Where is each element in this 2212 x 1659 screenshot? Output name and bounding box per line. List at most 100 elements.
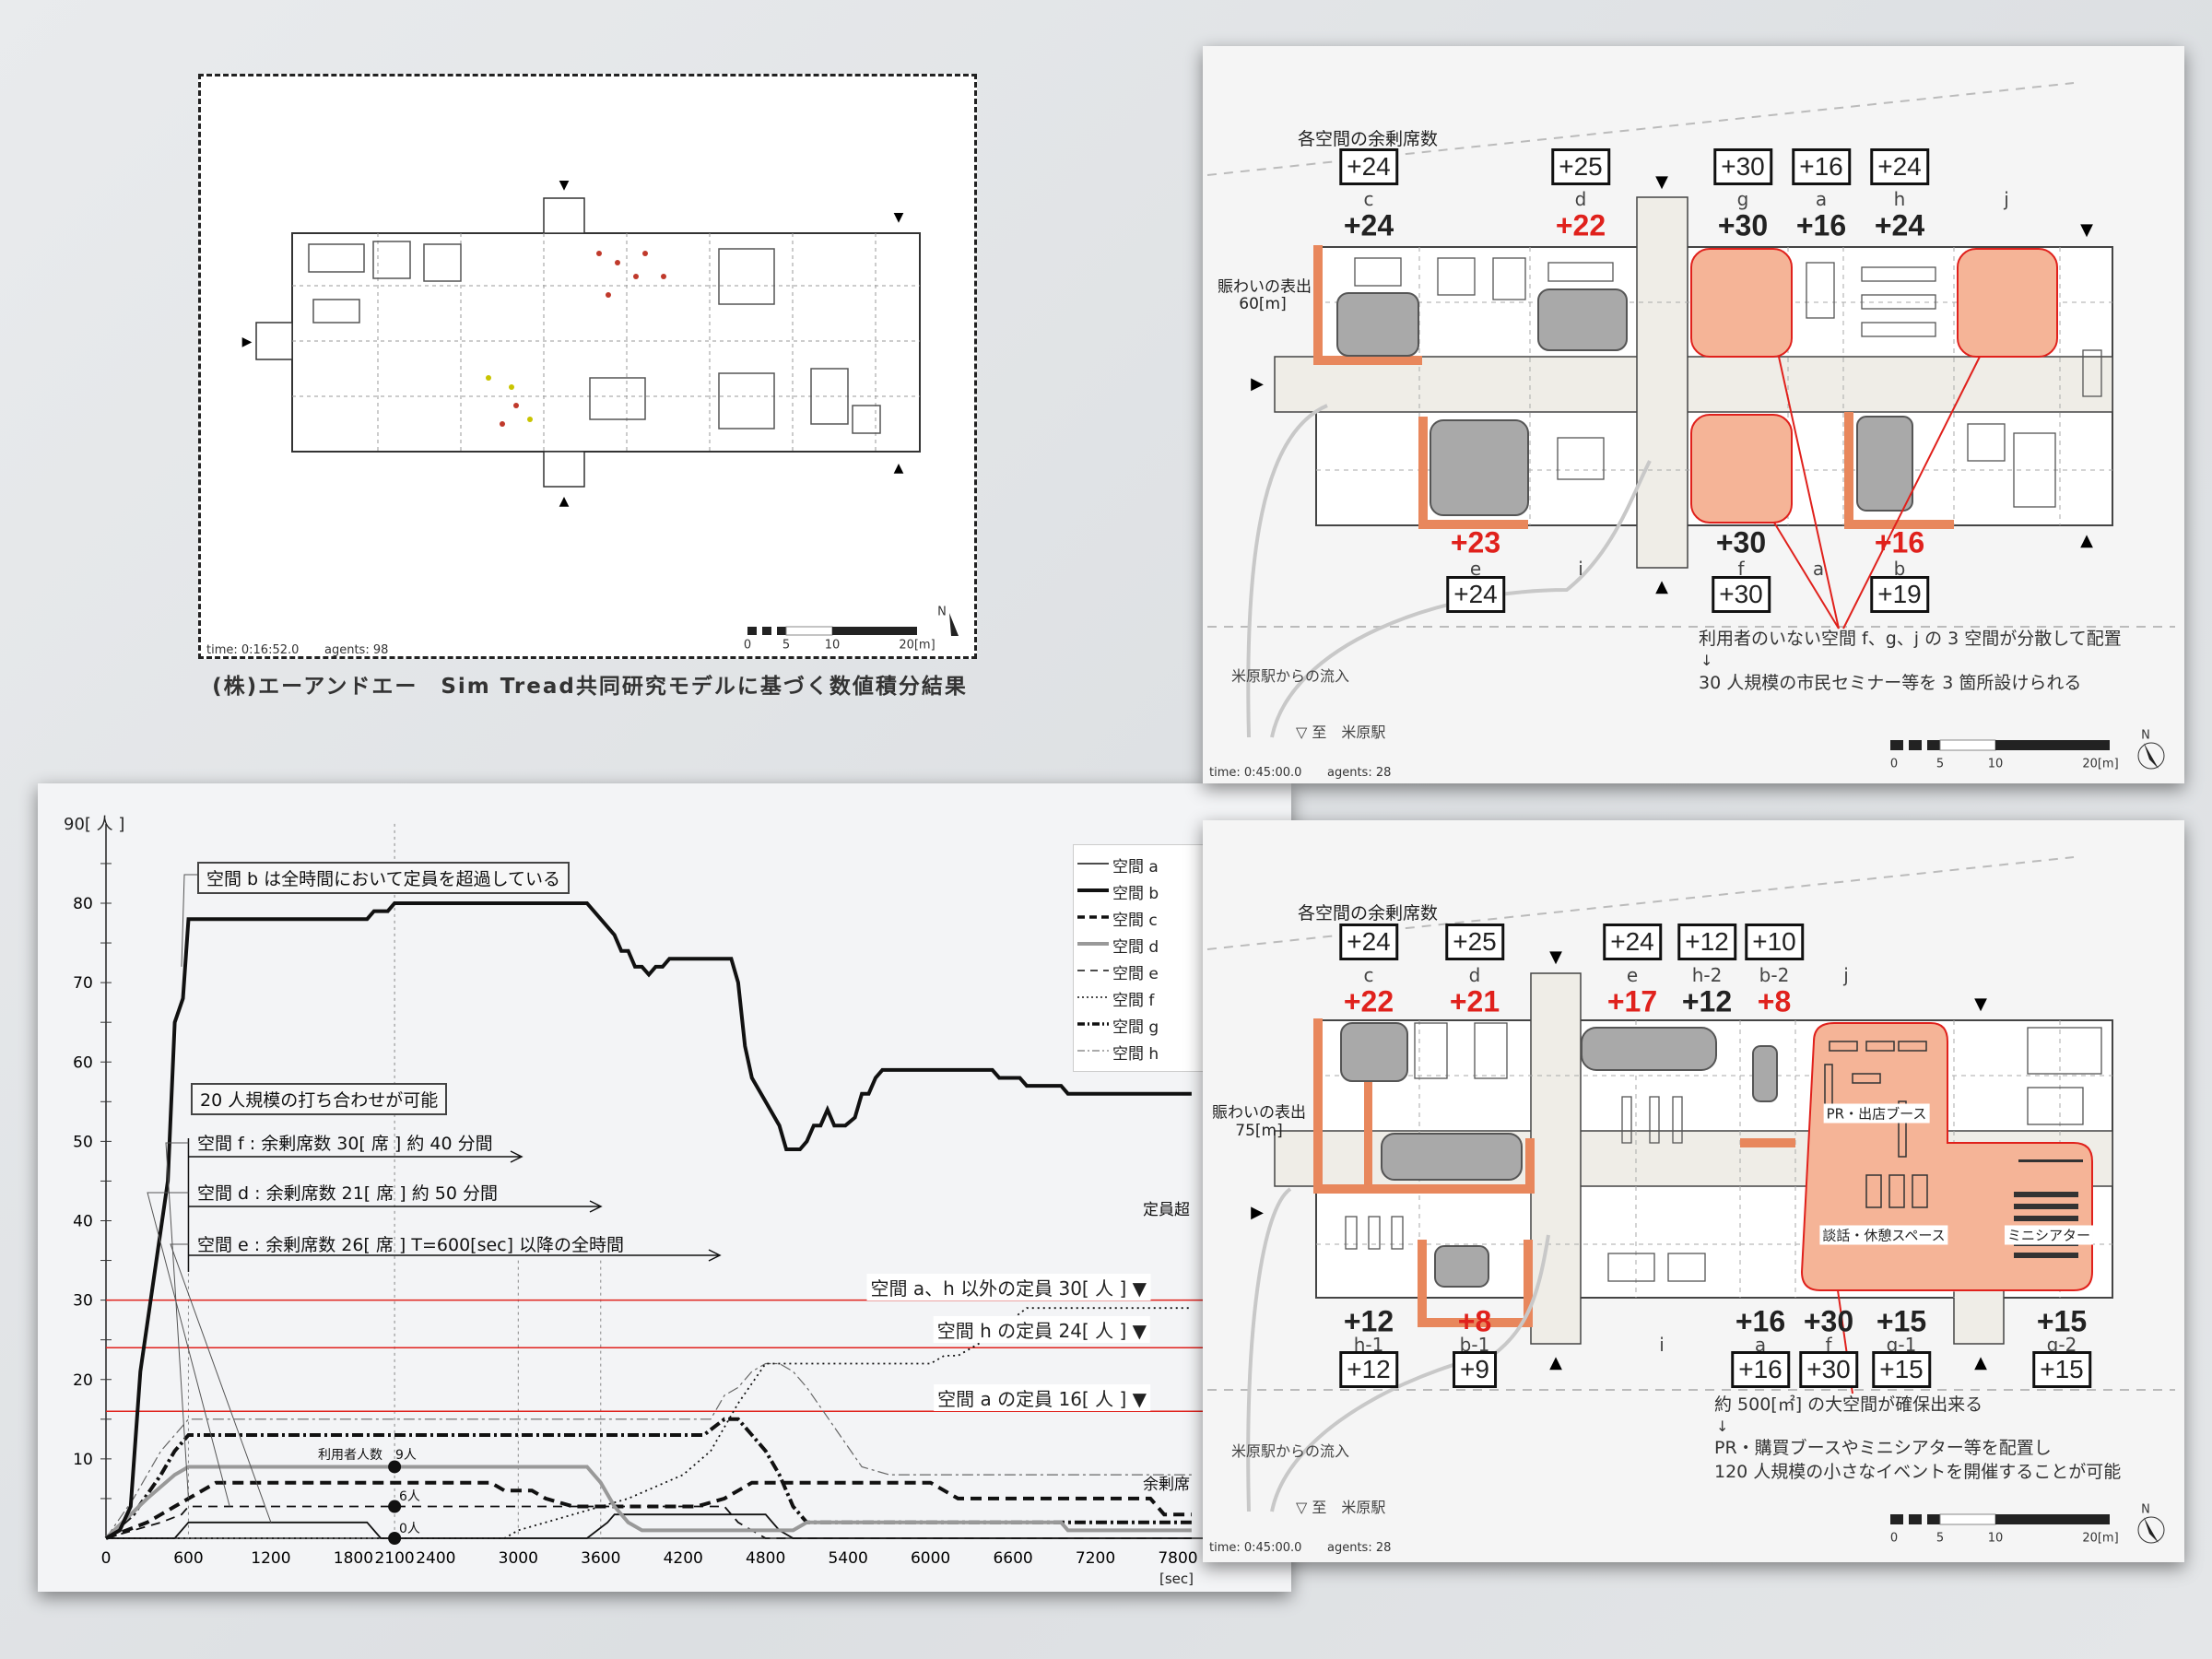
surplus-box: +24 [1339,924,1398,960]
y-tick-label: 20 [73,1371,93,1390]
surplus-value: +16 [1735,1304,1786,1338]
annotation-d: 空間 d : 余剰席数 21[ 席 ] 約 50 分間 [197,1183,498,1204]
scale-tick: 20[m] [899,638,935,653]
sim-time: time: 0:45:00.0 [1209,1541,1302,1555]
y-tick-label: 30 [73,1292,93,1311]
x-tick-label: 600 [173,1549,203,1568]
user-count-marker [388,1500,402,1513]
note-arrow: ↓ [1716,1418,1729,1435]
legend-item: 空間 e [1112,965,1159,983]
top-left-scale-and-compass [747,613,959,636]
user-count-marker [388,1532,402,1545]
space-letter: f [1737,558,1745,580]
space-letter: f [1825,1334,1832,1356]
north-label: N [937,605,947,619]
edge-label: 賑わいの表出 [1212,1103,1306,1123]
surplus-box: +15 [2032,1351,2091,1388]
legend-item: 空間 g [1112,1018,1159,1037]
arrowhead-icon [589,1200,603,1213]
scale-tick: 5 [1936,1531,1945,1546]
user-count-marker [388,1460,402,1474]
users-6-label: 6人 [399,1489,420,1504]
space-letter: a [1754,1334,1767,1356]
x-tick-label: 7800 [1158,1549,1197,1568]
svg-text:▲: ▲ [559,494,570,509]
svg-text:▶: ▶ [242,335,253,349]
x-axis-label: [sec] [1159,1571,1194,1587]
scale-tick: 5 [1936,757,1945,771]
annotation-meeting: 20 人規模の打ち合わせが可能 [191,1083,448,1115]
surplus-value: +15 [2036,1304,2088,1338]
svg-text:▶: ▶ [1251,374,1264,394]
x-tick-label: 7200 [1076,1549,1115,1568]
leader-line-d [147,1192,230,1507]
scale-tick: 10 [1987,757,2004,771]
inflow-label: 米原駅からの流入 [1231,667,1350,685]
surplus-value: +22 [1343,984,1394,1018]
space-letter: a [1815,188,1828,210]
space-letter: d [1574,188,1587,210]
space-letter: e [1469,558,1482,580]
x-tick-label: 4200 [664,1549,703,1568]
note-line: 利用者のいない空間 f、g、j の 3 空間が分散して配置 [1699,629,2122,649]
surplus-box: +12 [1339,1351,1398,1388]
capacity-24-label: 空間 h の定員 24[ 人 ] ▼ [933,1316,1150,1343]
surplus-box: +12 [1677,924,1736,960]
north-label: N [2141,728,2150,743]
compass-icon [2137,742,2165,770]
surplus-value: +16 [1795,208,1847,242]
note-line: 120 人規模の小さなイベントを開催することが可能 [1714,1462,2122,1482]
note-line: 30 人規模の市民セミナー等を 3 箇所設けられる [1699,673,2082,693]
surplus-box: +10 [1745,924,1804,960]
sim-time: time: 0:16:52.0 [206,643,300,657]
north-arrow-icon [949,613,959,636]
svg-text:▼: ▼ [2080,220,2093,240]
surplus-box: +24 [1870,148,1929,185]
legend-item: 空間 h [1112,1045,1159,1064]
surplus-box: +15 [1872,1351,1931,1388]
scale-bar [747,626,917,636]
space-letter: i [1659,1334,1665,1356]
surplus-value: +12 [1343,1304,1394,1338]
surplus-box: +25 [1551,148,1610,185]
legend-item: 空間 c [1112,912,1158,930]
chart-legend: 空間 a 空間 b 空間 c 空間 d 空間 e 空間 f 空間 g 空間 h [1073,844,1213,1072]
compass-icon [2137,1516,2165,1544]
surplus-box: +19 [1870,576,1929,613]
space-letter: b-2 [1759,964,1790,986]
legend-item: 空間 a [1112,858,1159,877]
large-event-space [1800,1022,2093,1291]
space-letter: a [1812,558,1825,580]
note-line: PR・購買ブースやミニシアター等を配置し [1714,1438,2052,1458]
plan-title: 各空間の余剰席数 [1298,129,1439,149]
note-line: 約 500[㎡] の大空間が確保出来る [1714,1394,1983,1415]
surplus-box: +30 [1799,1351,1858,1388]
scale-tick: 10 [824,638,841,653]
x-tick-label: 2100 [374,1549,414,1568]
agent-count: agents: 28 [1327,766,1392,780]
scale-tick: 10 [1987,1531,2004,1546]
edge-length: 75[m] [1235,1122,1283,1140]
agent-count: agents: 98 [324,643,389,657]
space-letter: j [2004,188,2009,210]
annotation-e: 空間 e : 余剰席数 26[ 席 ] T=600[sec] 以降の全時間 [197,1235,625,1255]
surplus-value: +24 [1343,208,1394,242]
agent-count: agents: 28 [1327,1541,1392,1555]
x-tick-label: 1200 [251,1549,290,1568]
plan-title: 各空間の余剰席数 [1298,903,1439,924]
svg-text:▲: ▲ [1974,1353,1987,1372]
x-tick-label: 1800 [334,1549,373,1568]
surplus-value: +12 [1681,984,1733,1018]
leader-line-b [181,874,197,967]
surplus-box: +9 [1453,1351,1497,1388]
x-tick-label: 3000 [499,1549,538,1568]
surplus-box: +24 [1339,148,1398,185]
surplus-box: +30 [1713,148,1772,185]
y-tick-label: 50 [73,1133,93,1151]
svg-text:▼: ▼ [1655,172,1668,192]
surplus-value: +8 [1757,984,1792,1018]
edge-label: 賑わいの表出 [1218,277,1312,297]
surplus-value: +30 [1803,1304,1854,1338]
scale-tick: 0 [1889,1531,1899,1546]
